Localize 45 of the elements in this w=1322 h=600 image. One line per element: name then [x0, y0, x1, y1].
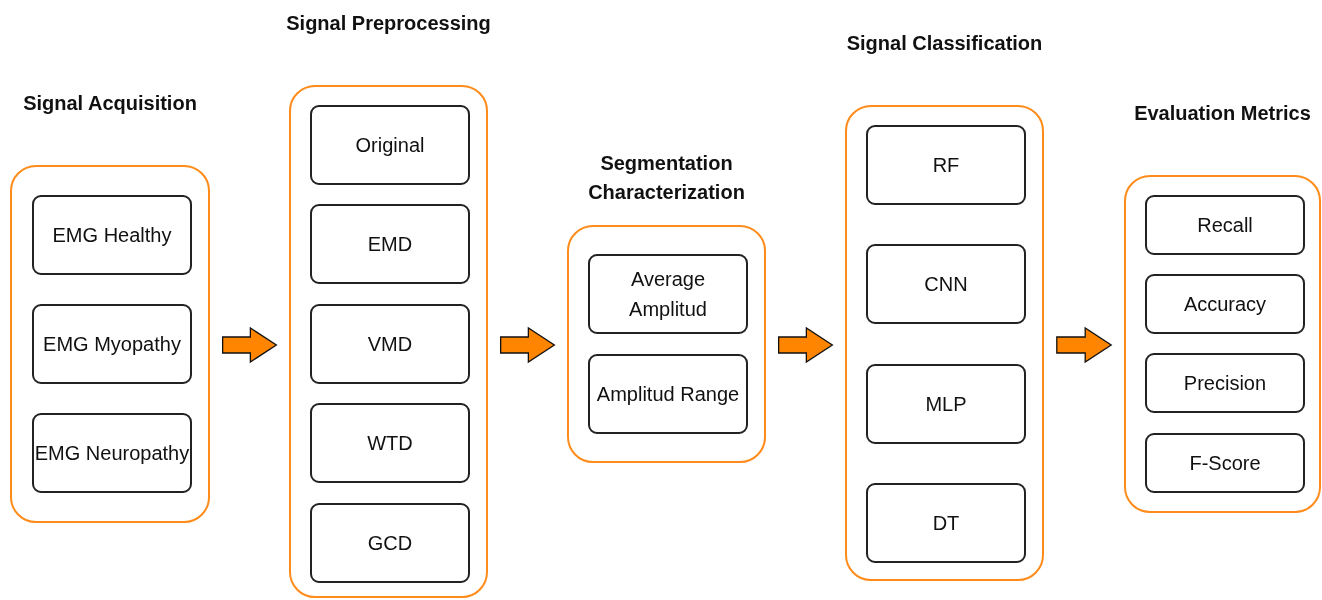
- method-label: MLP: [925, 392, 967, 417]
- method-box: [310, 304, 470, 384]
- stage-heading: Signal Preprocessing: [285, 11, 492, 36]
- method-label: EMG Healthy: [52, 223, 172, 248]
- method-label: Recall: [1197, 213, 1253, 238]
- method-box: [1145, 353, 1305, 413]
- method-label: Amplitud Range: [596, 382, 740, 407]
- method-box: [588, 254, 748, 334]
- method-label: EMG Myopathy: [43, 332, 181, 357]
- method-box: [310, 503, 470, 583]
- method-box: [1145, 195, 1305, 255]
- stage-heading: Evaluation Metrics: [1133, 101, 1312, 126]
- method-label: EMG Neuropathy: [34, 441, 190, 466]
- block-arrow: [500, 326, 556, 364]
- method-box: [1145, 433, 1305, 493]
- method-label: DT: [932, 511, 960, 536]
- method-label: WTD: [367, 431, 413, 456]
- method-label: VMD: [367, 332, 413, 357]
- method-box: [866, 483, 1026, 563]
- method-label: Precision: [1183, 371, 1267, 396]
- method-label: Original: [355, 133, 425, 158]
- method-label: Average Amplitud: [628, 267, 708, 322]
- method-box: [32, 195, 192, 275]
- stage-heading: Signal Acquisition: [22, 91, 198, 116]
- method-box: [32, 304, 192, 384]
- block-arrow: [778, 326, 834, 364]
- method-label: RF: [932, 153, 960, 178]
- stage-heading: Signal Classification: [845, 31, 1044, 56]
- method-label: Accuracy: [1183, 292, 1267, 317]
- method-label: F-Score: [1189, 451, 1261, 476]
- method-box: [866, 244, 1026, 324]
- method-label: EMD: [367, 232, 413, 257]
- stage-heading: Segmentation Characterization: [587, 151, 746, 205]
- method-box: [310, 403, 470, 483]
- method-box: [310, 105, 470, 185]
- method-box: [1145, 274, 1305, 334]
- block-arrow: [222, 326, 278, 364]
- method-box: [866, 364, 1026, 444]
- method-box: [866, 125, 1026, 205]
- block-arrow: [1056, 326, 1113, 364]
- method-label: GCD: [367, 531, 413, 556]
- method-label: CNN: [924, 272, 968, 297]
- method-box: [588, 354, 748, 434]
- method-box: [32, 413, 192, 493]
- method-box: [310, 204, 470, 284]
